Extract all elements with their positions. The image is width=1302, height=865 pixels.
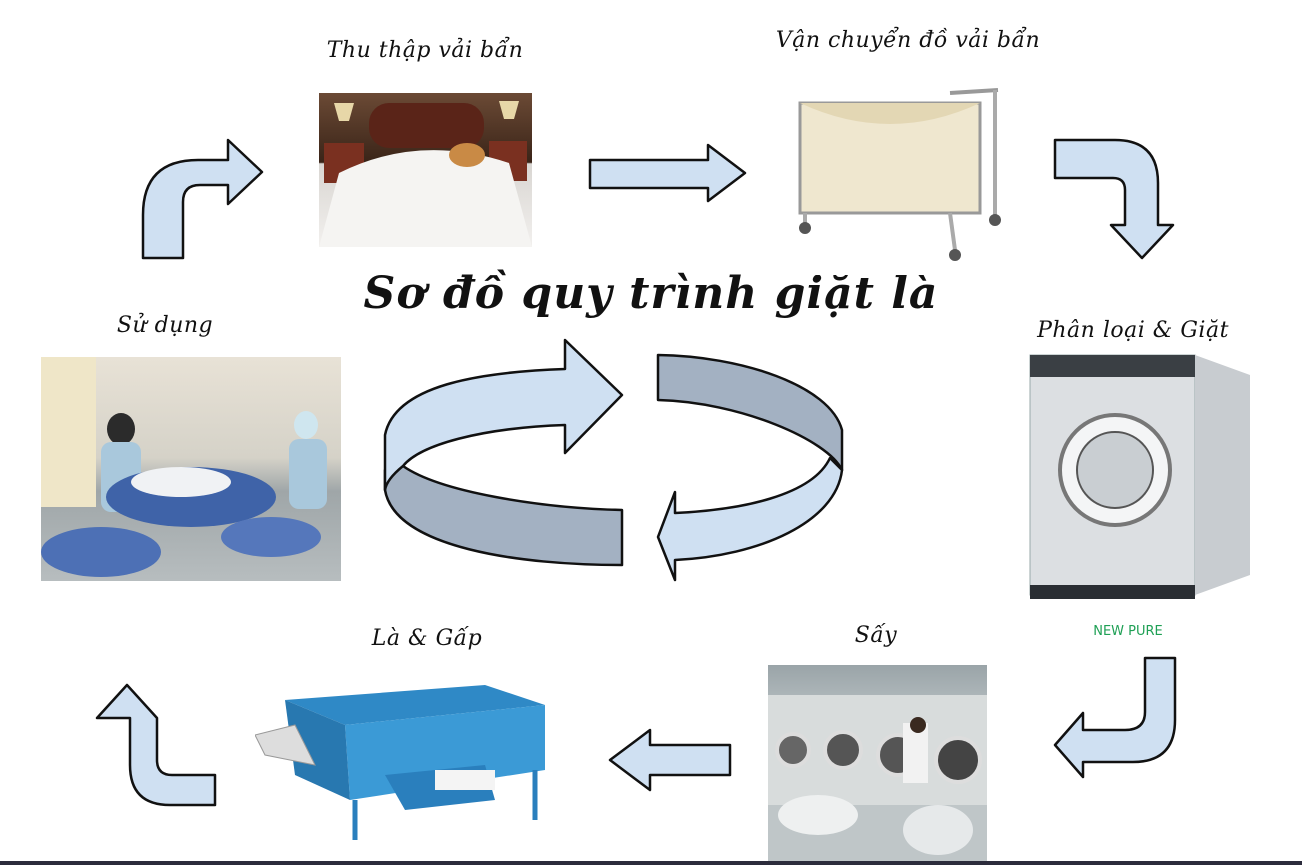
cycle-arrow-bottom-left-band <box>383 464 624 567</box>
step-label-dry: Sấy <box>854 623 898 648</box>
step-label-collect: Thu thập vải bẩn <box>326 38 524 63</box>
arrow-down-left-icon <box>1053 656 1177 779</box>
dryers-photo <box>768 665 987 862</box>
cycle-arrow-bottom-icon <box>656 456 844 582</box>
step-label-sort-wash: Phân loại & Giặt <box>1037 318 1229 343</box>
step-label-transport: Vận chuyển đồ vải bẩn <box>775 28 1041 53</box>
diagram-title: Sơ đồ quy trình giặt là <box>363 268 939 319</box>
ironing-folding-machine-photo <box>255 680 570 845</box>
arrow-left-up-icon <box>95 683 217 807</box>
arrow-right-icon <box>588 143 747 203</box>
laundry-cart-photo <box>790 85 1010 275</box>
workers-photo <box>41 357 341 581</box>
step-label-iron-fold: Là & Gấp <box>371 626 483 651</box>
bed-photo <box>319 93 532 247</box>
step-label-use: Sử dụng <box>116 313 214 338</box>
arrow-right-down-icon <box>1053 138 1175 260</box>
washer-brand-text: NEW PURE <box>1093 624 1163 639</box>
arrow-up-right-icon <box>141 138 264 260</box>
arrow-left-icon <box>608 728 732 792</box>
cycle-arrow-top-icon <box>383 338 624 492</box>
bottom-border <box>0 861 1302 865</box>
cycle-arrow-top-right-band <box>656 353 844 472</box>
washing-machine-photo <box>1025 345 1255 610</box>
